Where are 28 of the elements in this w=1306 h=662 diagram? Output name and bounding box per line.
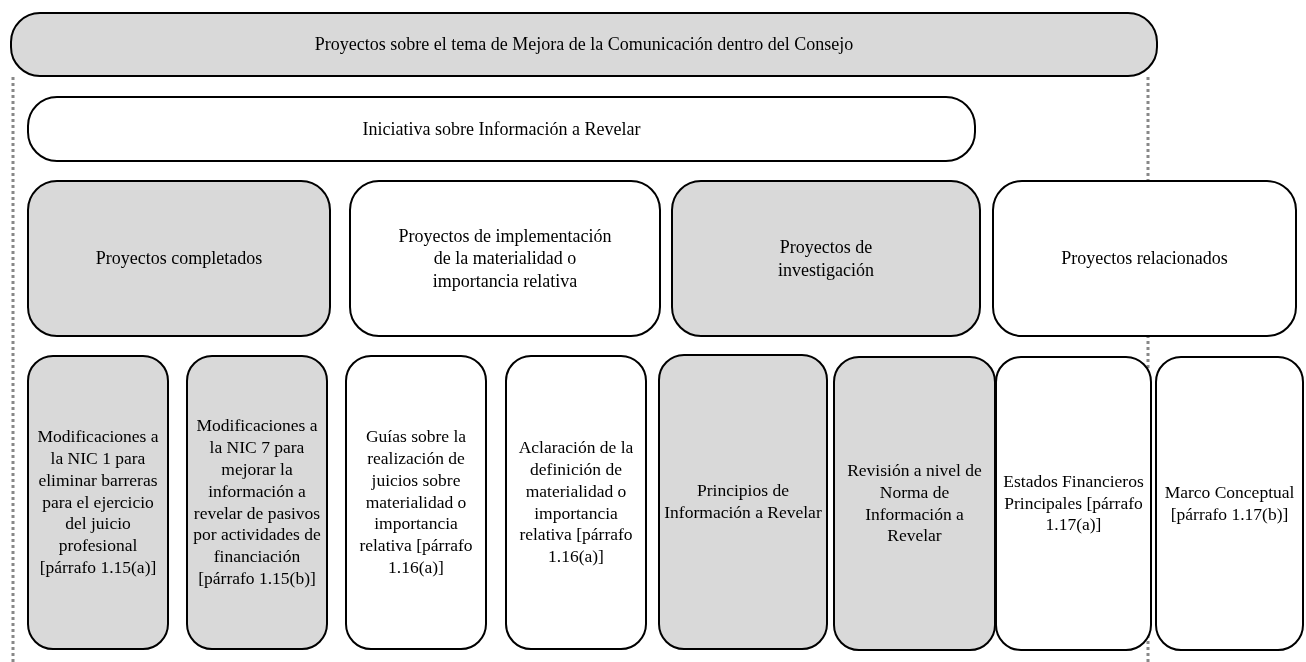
box-label: Iniciativa sobre Información a Revelar — [362, 117, 641, 141]
project-box — [186, 355, 328, 650]
box-label: Proyectos completados — [95, 247, 263, 270]
category-box — [992, 180, 1297, 337]
box-label: Proyectos de implementación de la materialidad o importancia relativa — [397, 224, 613, 293]
project-box — [995, 356, 1152, 651]
box-label: Modificaciones a la NIC 1 para eliminar barreras para el ejercicio del juicio profesional [párrafo 1.15(a)] — [36, 425, 160, 580]
category-box — [349, 180, 661, 337]
box-label: Proyectos de investigación — [777, 236, 875, 281]
box-label: Proyectos sobre el tema de Mejora de la Comunicación dentro del Consejo — [314, 33, 854, 56]
box-label: Principios de Información a Revelar — [663, 480, 823, 524]
project-box — [833, 356, 996, 651]
box-label: Revisión a nivel de Norma de Información a Revelar — [846, 459, 983, 548]
box-label: Estados Financieros Principales [párrafo 1.17(a)] — [1002, 470, 1145, 537]
project-box — [345, 355, 487, 650]
box-label: Modificaciones a la NIC 7 para mejorar la información a revelar de pasivos por actividades de financiación [párrafo 1.15(b)] — [192, 415, 322, 590]
group-header — [10, 12, 1158, 77]
project-box — [1155, 356, 1304, 651]
project-box — [658, 354, 828, 650]
project-box — [27, 355, 169, 650]
category-box — [671, 180, 981, 337]
project-box — [505, 355, 647, 650]
box-label: Guías sobre la realización de juicios sobre materialidad o importancia relativa [párrafo 1.16(a)] — [358, 425, 474, 580]
category-box — [27, 180, 331, 337]
box-label: Proyectos relacionados — [1061, 247, 1228, 270]
initiative-box — [27, 96, 976, 162]
box-label: Marco Conceptual [párrafo 1.17(b)] — [1163, 481, 1296, 526]
box-label: Aclaración de la definición de materialidad o importancia relativa [párrafo 1.16(a)] — [517, 436, 635, 569]
